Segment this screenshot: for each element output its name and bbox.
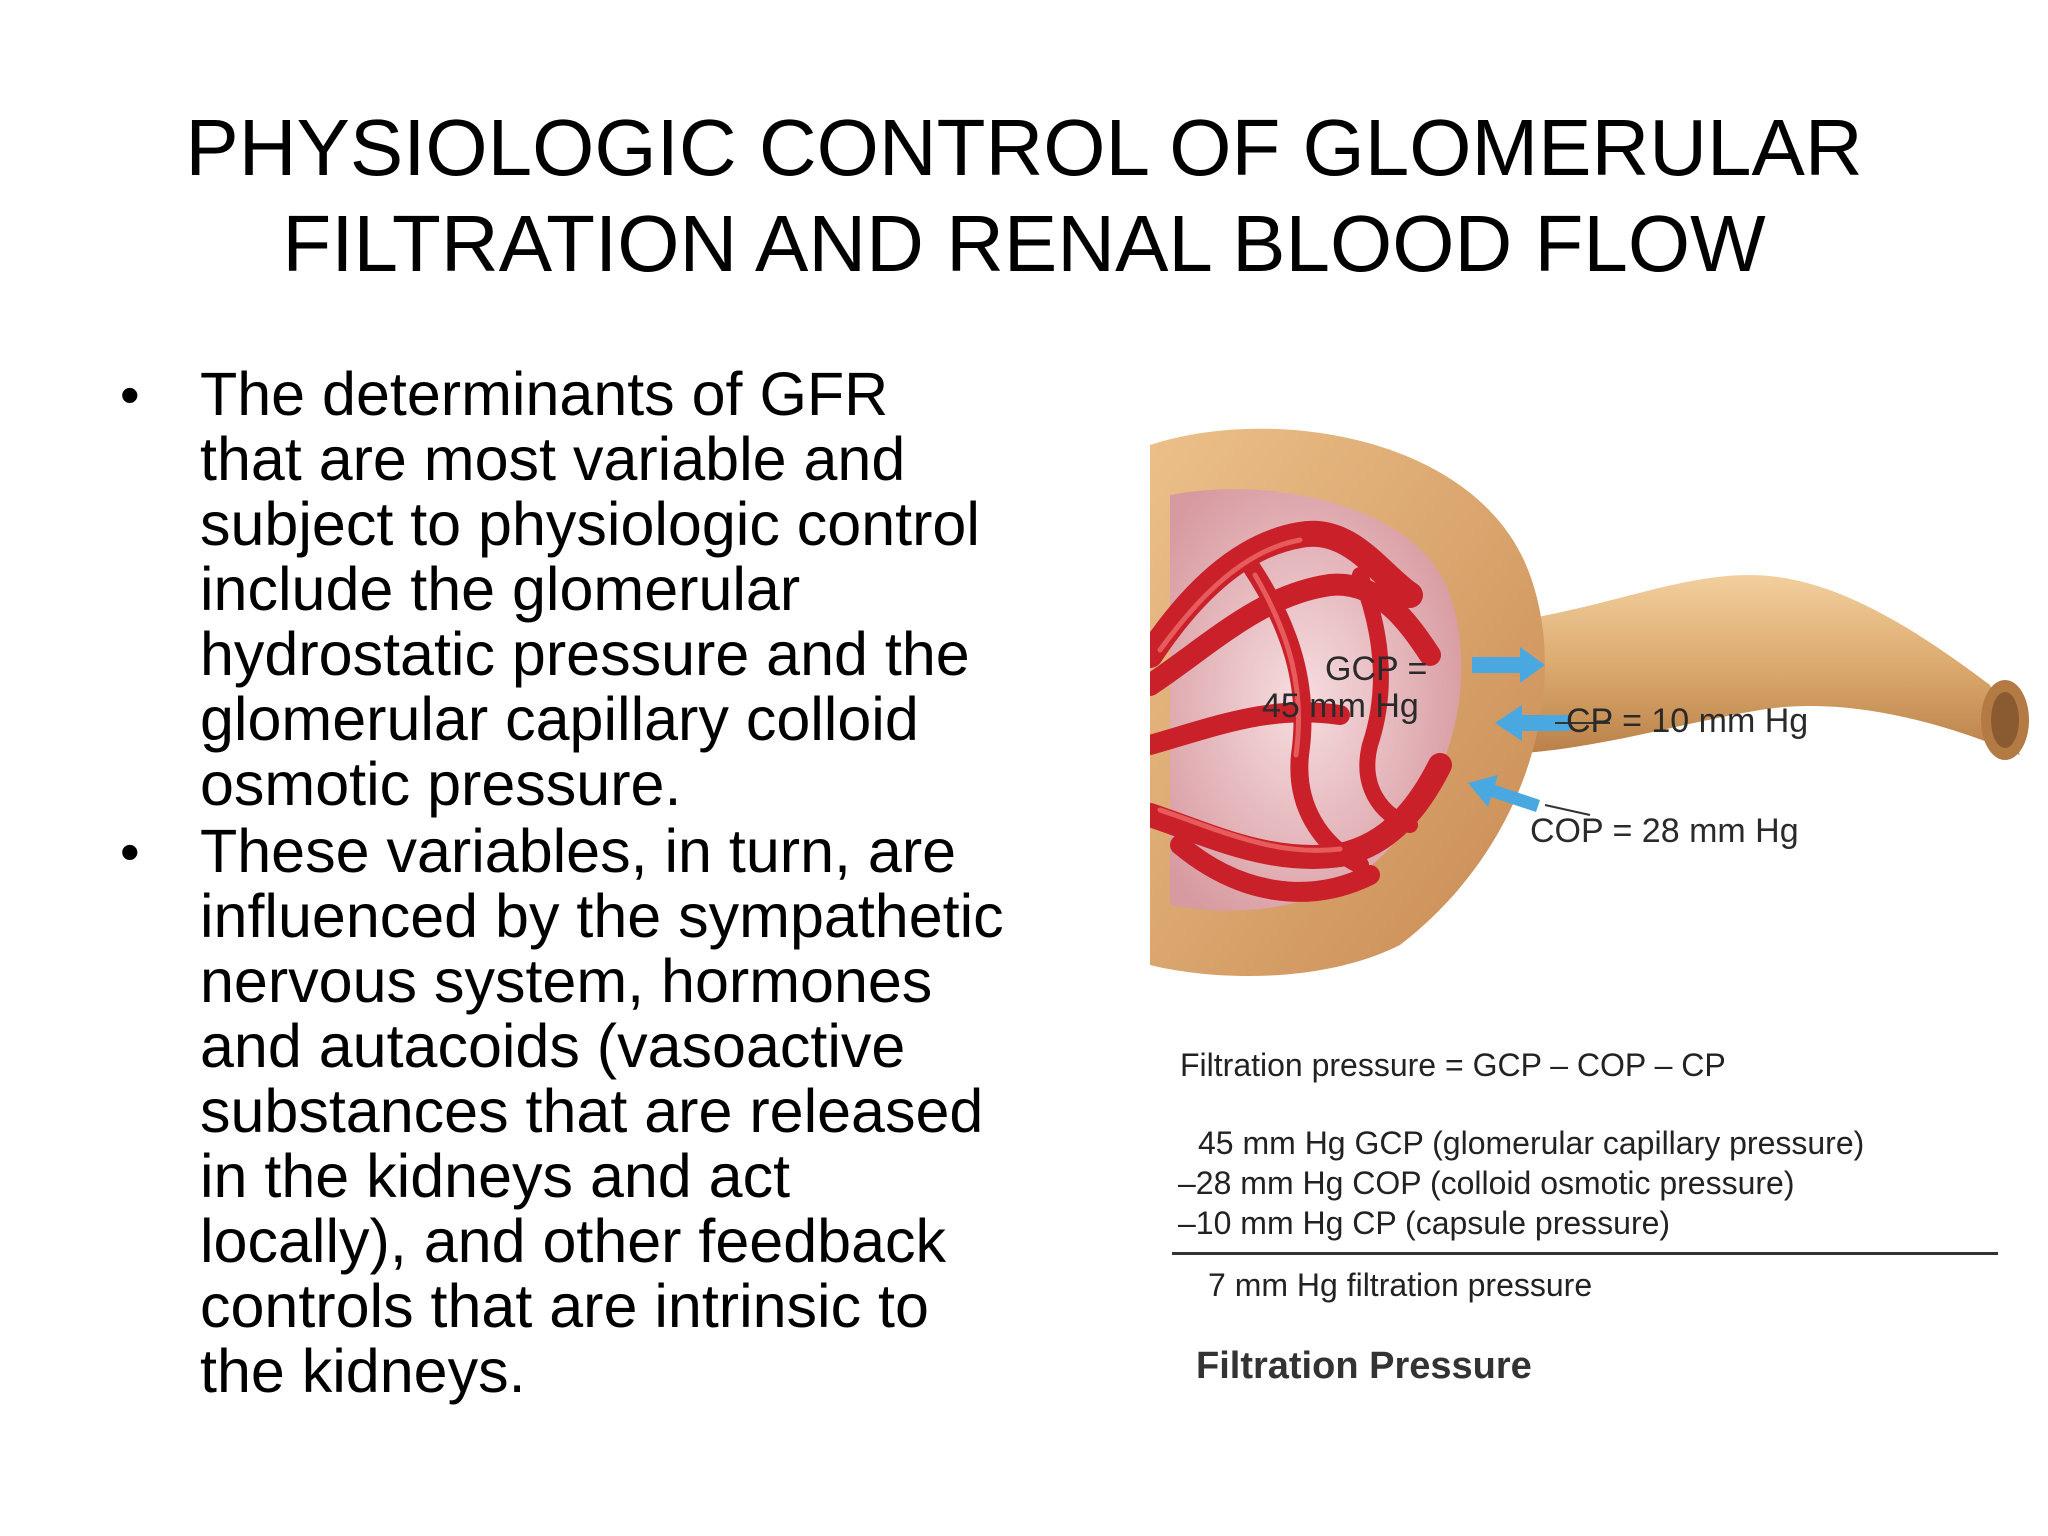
- gcp-row: 45 mm Hg GCP (glomerular capillary press…: [1198, 1125, 1865, 1161]
- bullet-line: and autacoids (vasoactive: [200, 1012, 906, 1080]
- bullet-line: glomerular capillary colloid: [200, 685, 919, 753]
- bullet-line: in the kidneys and act: [200, 1142, 791, 1210]
- bullet-line: hydrostatic pressure and the: [200, 620, 970, 688]
- result-row: 7 mm Hg filtration pressure: [1208, 1267, 1593, 1303]
- cop-arrow-icon: [1468, 775, 1540, 812]
- cp-arrow-icon: [1495, 705, 1570, 741]
- bullet-line: include the glomerular: [200, 555, 801, 623]
- tubule-shape: [1480, 575, 2020, 755]
- bullet-item: • These variables, in turn, are influenc…: [120, 819, 1120, 1404]
- tubule-lumen: [1991, 692, 2019, 748]
- equation: Filtration pressure = GCP – COP – CP: [1180, 1047, 1726, 1083]
- gcp-arrow-icon: [1472, 647, 1545, 683]
- gcp-label-line-1: GCP =: [1325, 650, 1428, 688]
- bullet-line: that are most variable and: [200, 425, 906, 493]
- filtration-pressure-figure: GCP = 45 mm Hg CP = 10 mm Hg COP = 28 mm…: [1150, 425, 2048, 1495]
- bullet-line: subject to physiologic control: [200, 490, 980, 558]
- bullet-line: influenced by the sympathetic: [200, 882, 1004, 950]
- sum-divider: [1172, 1252, 1998, 1255]
- title-line-1: PHYSIOLOGIC CONTROL OF GLOMERULAR: [185, 103, 1863, 192]
- bullet-line: substances that are released: [200, 1077, 984, 1145]
- cop-row: –28 mm Hg COP (colloid osmotic pressure): [1178, 1165, 1795, 1201]
- cp-label: CP = 10 mm Hg: [1566, 702, 1809, 740]
- glomerulus-illustration: [1150, 425, 2048, 985]
- figure-caption: Filtration Pressure: [1196, 1345, 1532, 1387]
- bullet-line: nervous system, hormones: [200, 947, 933, 1015]
- bullet-line: locally), and other feedback: [200, 1207, 946, 1275]
- bullet-item: • The determinants of GFR that are most …: [120, 362, 1120, 817]
- bullet-line: osmotic pressure.: [200, 750, 682, 818]
- gcp-label-line-2: 45 mm Hg: [1262, 687, 1419, 725]
- bullet-dot-icon: •: [120, 363, 140, 426]
- title-line-2: FILTRATION AND RENAL BLOOD FLOW: [282, 199, 1766, 288]
- bullet-dot-icon: •: [120, 820, 140, 883]
- bullet-line: controls that are intrinsic to: [200, 1272, 929, 1340]
- cp-row: –10 mm Hg CP (capsule pressure): [1178, 1205, 1671, 1241]
- capillary-tuft: [1150, 520, 1452, 902]
- bullet-line: The determinants of GFR: [200, 360, 889, 428]
- bullet-line: the kidneys.: [200, 1337, 526, 1405]
- pressure-arrows: [1468, 647, 1570, 812]
- slide-title: PHYSIOLOGIC CONTROL OF GLOMERULAR FILTRA…: [0, 100, 2048, 292]
- bullet-line: These variables, in turn, are: [200, 817, 957, 885]
- bullet-list: • The determinants of GFR that are most …: [120, 362, 1120, 1406]
- cop-label: COP = 28 mm Hg: [1530, 812, 1799, 850]
